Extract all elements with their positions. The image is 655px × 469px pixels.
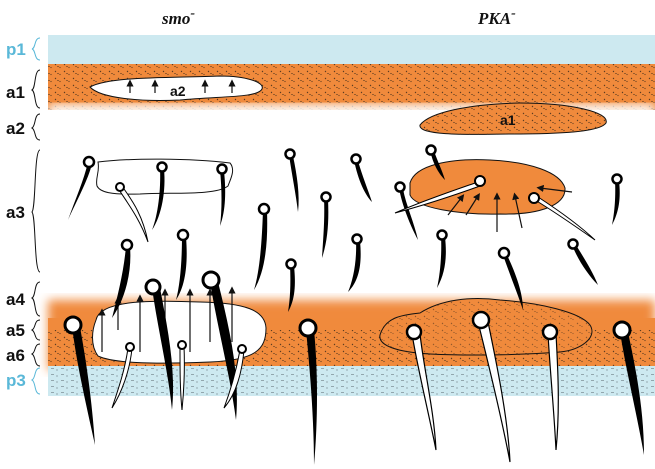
label-p1: p1 [6,40,26,59]
label-a1: a1 [6,83,25,102]
label-a3: a3 [6,203,25,222]
band-p1 [48,35,655,64]
label-p3: p3 [6,371,26,390]
column-titles: smo- PKA- [161,6,516,28]
label-a4: a4 [6,290,25,309]
label-a2: a2 [6,119,25,138]
row-labels: p1 a1 a2 a3 a4 a5 a6 p3 [6,38,40,394]
label-a5: a5 [6,321,25,340]
smo-clone-label: a2 [170,83,186,99]
title-pka: PKA- [477,6,516,28]
label-a6: a6 [6,346,25,365]
title-smo: smo- [161,6,195,28]
pka-clone-label: a1 [500,112,516,128]
